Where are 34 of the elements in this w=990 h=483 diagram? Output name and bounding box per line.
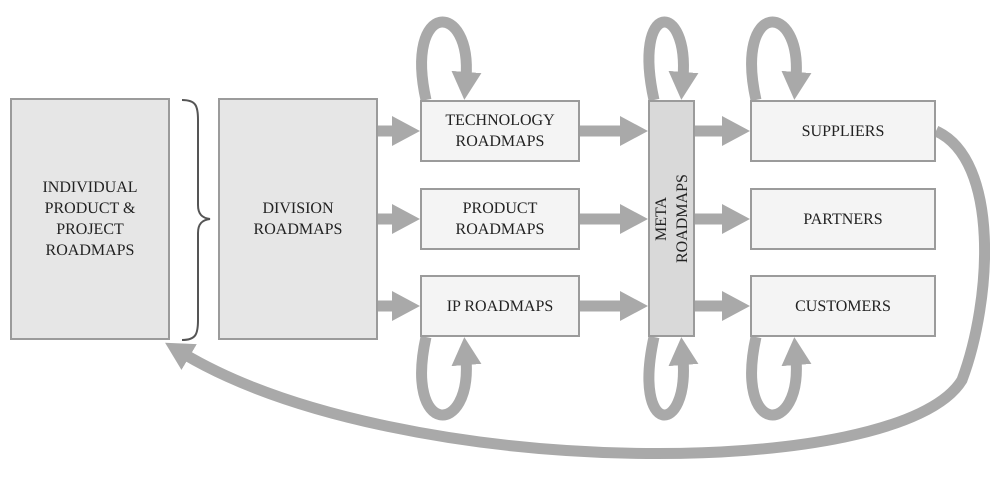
roadmap-box xyxy=(420,188,580,250)
roadmap-box xyxy=(218,98,378,340)
arrow xyxy=(378,116,420,146)
arrow xyxy=(416,336,482,420)
arrow xyxy=(164,126,990,459)
box-label: DIVISION ROADMAPS xyxy=(252,199,344,240)
arrow xyxy=(378,204,420,234)
roadmap-box xyxy=(10,98,170,340)
box-label: TECHNOLOGY ROADMAPS xyxy=(444,111,556,152)
arrow xyxy=(580,116,648,146)
arrow xyxy=(643,336,698,420)
roadmap-box xyxy=(750,275,936,337)
arrow xyxy=(746,16,812,101)
roadmap-box xyxy=(750,100,936,162)
arrow xyxy=(378,291,420,321)
box-label: IP ROADMAPS xyxy=(446,296,554,316)
box-label: PARTNERS xyxy=(803,210,883,230)
arrow xyxy=(416,16,482,101)
arrow xyxy=(695,204,750,234)
roadmap-box xyxy=(420,275,580,337)
arrow xyxy=(746,336,812,420)
roadmap-box xyxy=(750,188,936,250)
box-label: META ROADMAPS xyxy=(652,173,692,265)
box-label: INDIVIDUAL PRODUCT & PROJECT ROADMAPS xyxy=(41,178,139,261)
box-label: PRODUCT ROADMAPS xyxy=(454,199,546,240)
arrow xyxy=(580,204,648,234)
roadmap-box xyxy=(420,100,580,162)
arrow xyxy=(643,16,698,101)
box-label: SUPPLIERS xyxy=(802,122,884,142)
arrow xyxy=(695,291,750,321)
box-label: CUSTOMERS xyxy=(795,296,891,316)
arrow xyxy=(580,291,648,321)
arrow xyxy=(695,116,750,146)
roadmap-box xyxy=(648,100,695,337)
